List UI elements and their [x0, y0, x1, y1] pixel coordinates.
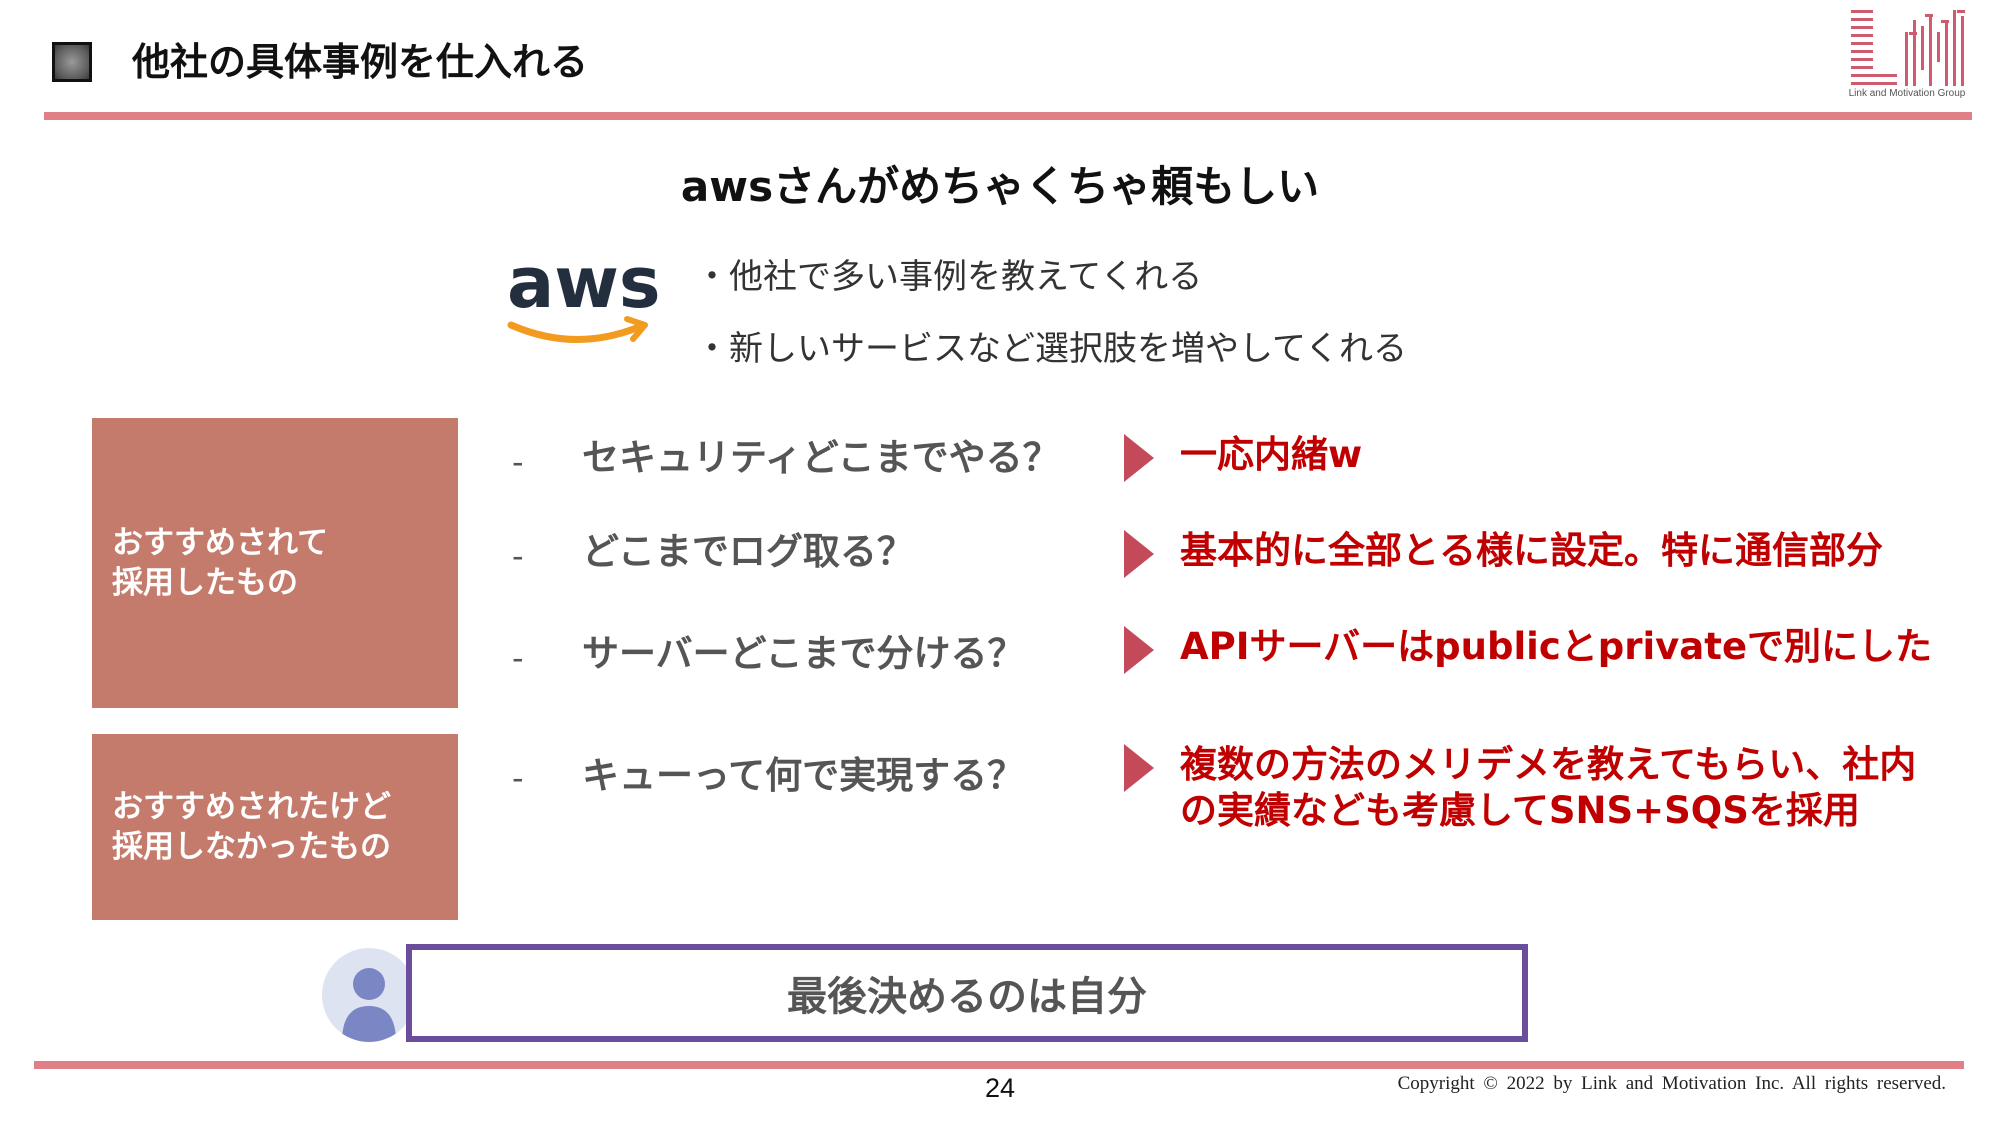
question-servers: サーバーどこまで分ける？ — [582, 632, 1025, 675]
page-title: 他社の具体事例を仕入れる — [132, 40, 589, 84]
answer-security: 一応内緒w — [1180, 432, 1362, 478]
avatar — [322, 948, 416, 1042]
conclusion-text: 最後決めるのは自分 — [787, 974, 1147, 1020]
category-adopted-line2: 採用したもの — [112, 565, 298, 601]
user-avatar-icon — [342, 968, 396, 1042]
company-logo — [1851, 10, 1965, 86]
aws-logo-text: aws — [507, 245, 661, 324]
answer-queue: 複数の方法のメリデメを教えてもらい、社内 の実績なども考慮してSNS+SQSを採… — [1180, 742, 1916, 834]
answer-logging: 基本的に全部とる様に設定。特に通信部分 — [1180, 528, 1883, 574]
top-divider — [44, 112, 1972, 120]
row-dash: - — [512, 759, 524, 797]
answer-line: APIサーバーはpublicとprivateで別にした — [1180, 625, 1933, 668]
answer-line: 一応内緒w — [1180, 433, 1363, 476]
triangle-bullet-icon — [1124, 434, 1154, 482]
answer-line: 複数の方法のメリデメを教えてもらい、社内 — [1180, 743, 1917, 786]
row-dash: - — [512, 537, 524, 575]
headline: awsさんがめちゃくちゃ頼もしい — [680, 162, 1320, 211]
category-adopted-line1: おすすめされて — [112, 525, 329, 561]
page-number: 24 — [984, 1073, 1016, 1103]
copyright: Copyright © 2022 by Link and Motivation … — [1397, 1073, 1946, 1094]
aws-point-1: ・他社で多い事例を教えてくれる — [695, 257, 1203, 297]
question-queue: キューって何で実現する？ — [582, 754, 1025, 797]
category-not-adopted: おすすめされたけど 採用しなかったもの — [92, 734, 458, 920]
row-dash: - — [512, 443, 524, 481]
aws-logo: aws — [507, 245, 661, 343]
triangle-bullet-icon — [1124, 530, 1154, 578]
logo-caption: Link and Motivation Group — [1848, 88, 1966, 99]
category-adopted: おすすめされて 採用したもの — [92, 418, 458, 708]
category-not-adopted-line1: おすすめされたけど — [112, 789, 391, 825]
row-dash: - — [512, 639, 524, 677]
conclusion-box: 最後決めるのは自分 — [406, 944, 1528, 1042]
answer-line: 基本的に全部とる様に設定。特に通信部分 — [1180, 529, 1883, 572]
answer-servers: APIサーバーはpublicとprivateで別にした — [1180, 624, 1932, 670]
answer-line: の実績なども考慮してSNS+SQSを採用 — [1180, 789, 1860, 832]
triangle-bullet-icon — [1124, 626, 1154, 674]
question-security: セキュリティどこまでやる？ — [582, 436, 1060, 479]
title-square-icon — [52, 42, 92, 82]
triangle-bullet-icon — [1124, 744, 1154, 792]
question-logging: どこまでログ取る？ — [582, 530, 914, 573]
bottom-divider — [34, 1061, 1964, 1069]
aws-point-2: ・新しいサービスなど選択肢を増やしてくれる — [695, 329, 1407, 369]
category-not-adopted-line2: 採用しなかったもの — [112, 829, 391, 865]
